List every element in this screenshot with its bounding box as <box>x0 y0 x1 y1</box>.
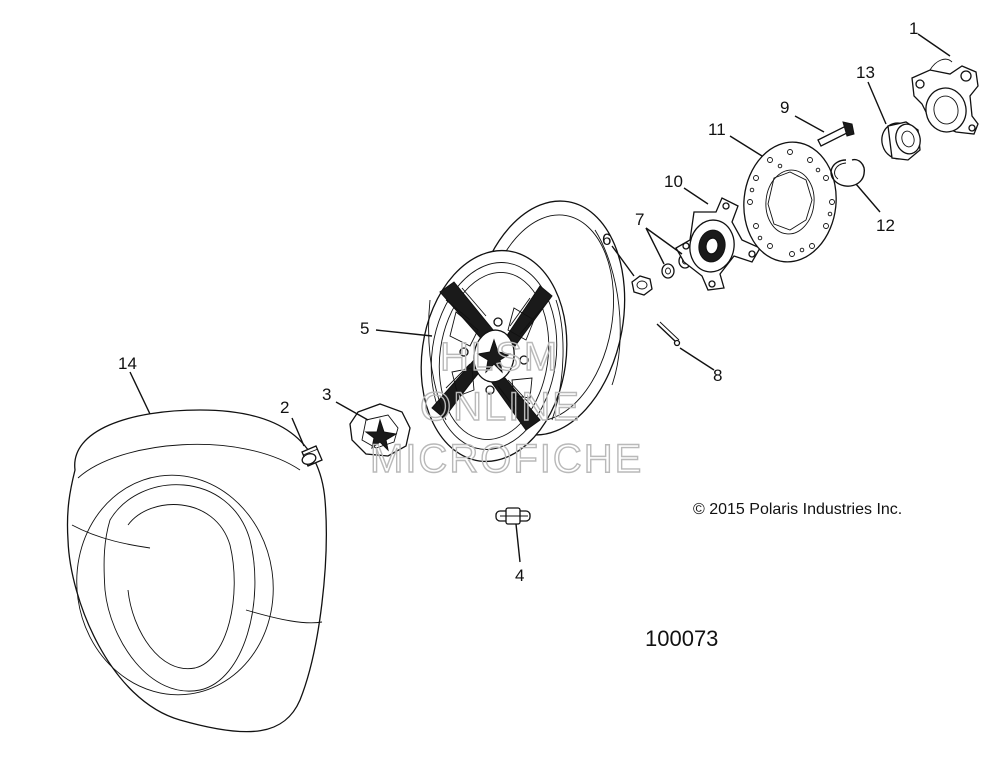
callout-7: 7 <box>635 210 644 229</box>
wheel-rim <box>420 200 626 463</box>
callout-6: 6 <box>602 230 611 249</box>
lug-nut <box>631 275 653 296</box>
callout-11: 11 <box>708 120 726 139</box>
brake-disc <box>743 141 837 263</box>
watermark-line3: MICROFICHE <box>370 437 643 481</box>
watermark: HLSM ONLINE MICROFICHE <box>369 334 643 481</box>
steering-knuckle <box>911 58 979 135</box>
callout-12: 12 <box>876 216 895 235</box>
callout-8: 8 <box>713 366 722 385</box>
callout-9: 9 <box>780 98 789 117</box>
valve-stem <box>301 445 323 467</box>
retaining-ring <box>830 158 866 187</box>
callout-5: 5 <box>360 319 369 338</box>
wheel-bearing <box>881 121 921 161</box>
callout-10: 10 <box>664 172 683 191</box>
callout-1: 1 <box>909 19 918 38</box>
watermark-line1: HLSM <box>440 335 559 379</box>
center-cap <box>349 403 411 457</box>
wheel-stud <box>817 121 855 147</box>
leader-lines <box>129 33 951 563</box>
callout-3: 3 <box>322 385 331 404</box>
callout-13: 13 <box>856 63 875 82</box>
wheel-bolt <box>495 507 531 525</box>
cotter-pin <box>656 321 681 347</box>
callout-2: 2 <box>280 398 289 417</box>
diagram-reference-number: 100073 <box>645 626 718 651</box>
wheel-hub <box>675 197 761 291</box>
copyright-notice: © 2015 Polaris Industries Inc. <box>693 501 902 518</box>
callout-4: 4 <box>515 566 524 585</box>
callout-labels: 1 2 3 4 5 6 7 8 9 10 11 12 13 14 <box>118 19 918 585</box>
callout-14: 14 <box>118 354 137 373</box>
tire <box>66 409 327 733</box>
watermark-line2: ONLINE <box>420 385 581 429</box>
